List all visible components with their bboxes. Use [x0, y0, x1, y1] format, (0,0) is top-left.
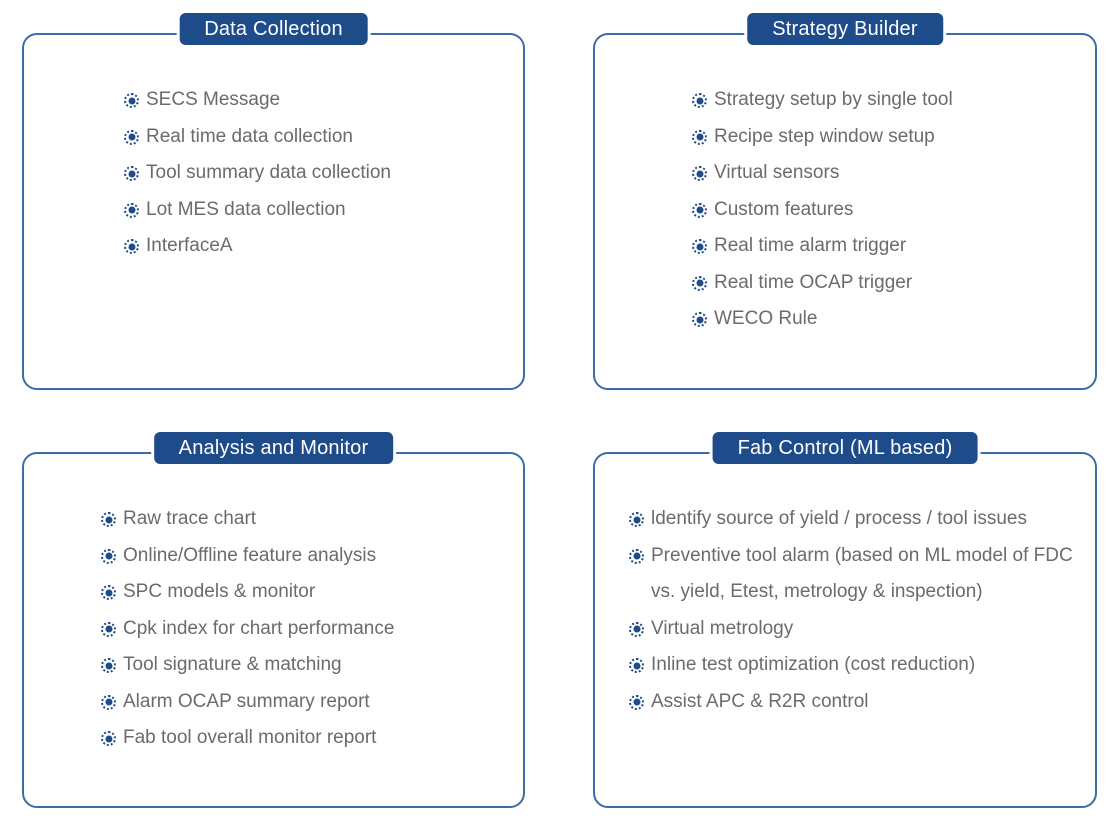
list-item: Strategy setup by single tool [692, 82, 1089, 119]
list-item-label: SPC models & monitor [123, 581, 316, 602]
dotted-circle-bullet-icon [124, 129, 139, 145]
list-item-label: Real time alarm trigger [714, 235, 907, 256]
dotted-circle-bullet-icon [629, 694, 644, 710]
list-item-label: Raw trace chart [123, 508, 257, 529]
list-item: SECS Message [124, 82, 517, 119]
dotted-circle-bullet-icon [629, 658, 644, 673]
list-item: Virtual metrology [629, 611, 1091, 648]
list-item: Tool signature & matching [101, 647, 517, 684]
dotted-circle-bullet-icon [101, 694, 116, 710]
feature-list: ldentify source of yield / process / too… [595, 454, 1095, 720]
list-item: Cpk index for chart performance [101, 611, 517, 648]
list-item-label: Tool signature & matching [123, 654, 342, 675]
panel-title-badge: Strategy Builder [744, 10, 946, 48]
list-item-label: Assist APC & R2R control [651, 690, 869, 712]
list-item-label: SECS Message [146, 89, 281, 110]
panel-title-badge: Fab Control (ML based) [709, 429, 981, 467]
list-item-label: WECO Rule [714, 308, 818, 329]
panel-fab-control-ml-based: Fab Control (ML based) ldentify source o… [593, 429, 1097, 808]
list-item: SPC models & monitor [101, 574, 517, 611]
dotted-circle-bullet-icon [101, 585, 116, 600]
list-item-label: Online/Offline feature analysis [123, 544, 377, 566]
feature-list: SECS Message Real time data collection T… [24, 35, 523, 265]
list-item-label: Tool summary data collection [146, 162, 391, 183]
dotted-circle-bullet-icon [692, 275, 707, 291]
list-item-label: Real time data collection [146, 125, 353, 147]
dotted-circle-bullet-icon [101, 621, 116, 637]
panel-data-collection: Data Collection SECS Message Real time d… [22, 10, 525, 390]
dotted-circle-bullet-icon [692, 166, 707, 181]
list-item: Real time data collection [124, 119, 517, 156]
dotted-circle-bullet-icon [101, 658, 116, 673]
dotted-circle-bullet-icon [629, 621, 644, 637]
list-item: WECO Rule [692, 301, 1089, 338]
list-item: Preventive tool alarm (based on ML model… [629, 538, 1091, 611]
list-item: Online/Offline feature analysis [101, 538, 517, 575]
dotted-circle-bullet-icon [124, 202, 139, 218]
list-item: Real time alarm trigger [692, 228, 1089, 265]
dotted-circle-bullet-icon [101, 731, 116, 746]
list-item-label: Virtual sensors [714, 162, 840, 183]
list-item: Assist APC & R2R control [629, 684, 1091, 721]
feature-list: Strategy setup by single tool Recipe ste… [595, 35, 1095, 338]
list-item-label: Fab tool overall monitor report [123, 727, 377, 748]
dotted-circle-bullet-icon [629, 512, 644, 527]
feature-list: Raw trace chart Online/Offline feature a… [24, 454, 523, 757]
dotted-circle-bullet-icon [101, 512, 116, 527]
dotted-circle-bullet-icon [124, 93, 139, 108]
dotted-circle-bullet-icon [101, 548, 116, 564]
list-item-label: Virtual metrology [651, 617, 794, 639]
dotted-circle-bullet-icon [692, 93, 707, 108]
list-item: Raw trace chart [101, 501, 517, 538]
panel-strategy-builder: Strategy Builder Strategy setup by singl… [593, 10, 1097, 390]
list-item: Custom features [692, 192, 1089, 229]
list-item: Inline test optimization (cost reduction… [629, 647, 1091, 684]
list-item-label: Recipe step window setup [714, 125, 935, 147]
list-item: Recipe step window setup [692, 119, 1089, 156]
list-item-label: Cpk index for chart performance [123, 617, 395, 639]
dotted-circle-bullet-icon [692, 129, 707, 145]
dotted-circle-bullet-icon [692, 202, 707, 218]
list-item-label: Lot MES data collection [146, 198, 346, 220]
dotted-circle-bullet-icon [124, 239, 139, 254]
list-item-label: InterfaceA [146, 235, 233, 256]
list-item-label: Strategy setup by single tool [714, 89, 953, 110]
list-item: InterfaceA [124, 228, 517, 265]
dotted-circle-bullet-icon [692, 312, 707, 327]
list-item: Fab tool overall monitor report [101, 720, 517, 757]
list-item: Lot MES data collection [124, 192, 517, 229]
list-item-label: Inline test optimization (cost reduction… [651, 654, 976, 675]
panel-title-badge: Analysis and Monitor [150, 429, 397, 467]
list-item: Real time OCAP trigger [692, 265, 1089, 302]
list-item-label: Alarm OCAP summary report [123, 690, 370, 712]
list-item-label: ldentify source of yield / process / too… [651, 508, 1027, 529]
dotted-circle-bullet-icon [124, 166, 139, 181]
list-item-label: Preventive tool alarm (based on ML model… [651, 544, 1073, 603]
list-item: ldentify source of yield / process / too… [629, 501, 1091, 538]
list-item: Virtual sensors [692, 155, 1089, 192]
list-item: Alarm OCAP summary report [101, 684, 517, 721]
dotted-circle-bullet-icon [629, 548, 644, 564]
panel-title-badge: Data Collection [176, 10, 371, 48]
list-item-label: Custom features [714, 198, 854, 220]
list-item: Tool summary data collection [124, 155, 517, 192]
list-item-label: Real time OCAP trigger [714, 271, 913, 293]
panel-analysis-and-monitor: Analysis and Monitor Raw trace chart Onl… [22, 429, 525, 808]
dotted-circle-bullet-icon [692, 239, 707, 254]
